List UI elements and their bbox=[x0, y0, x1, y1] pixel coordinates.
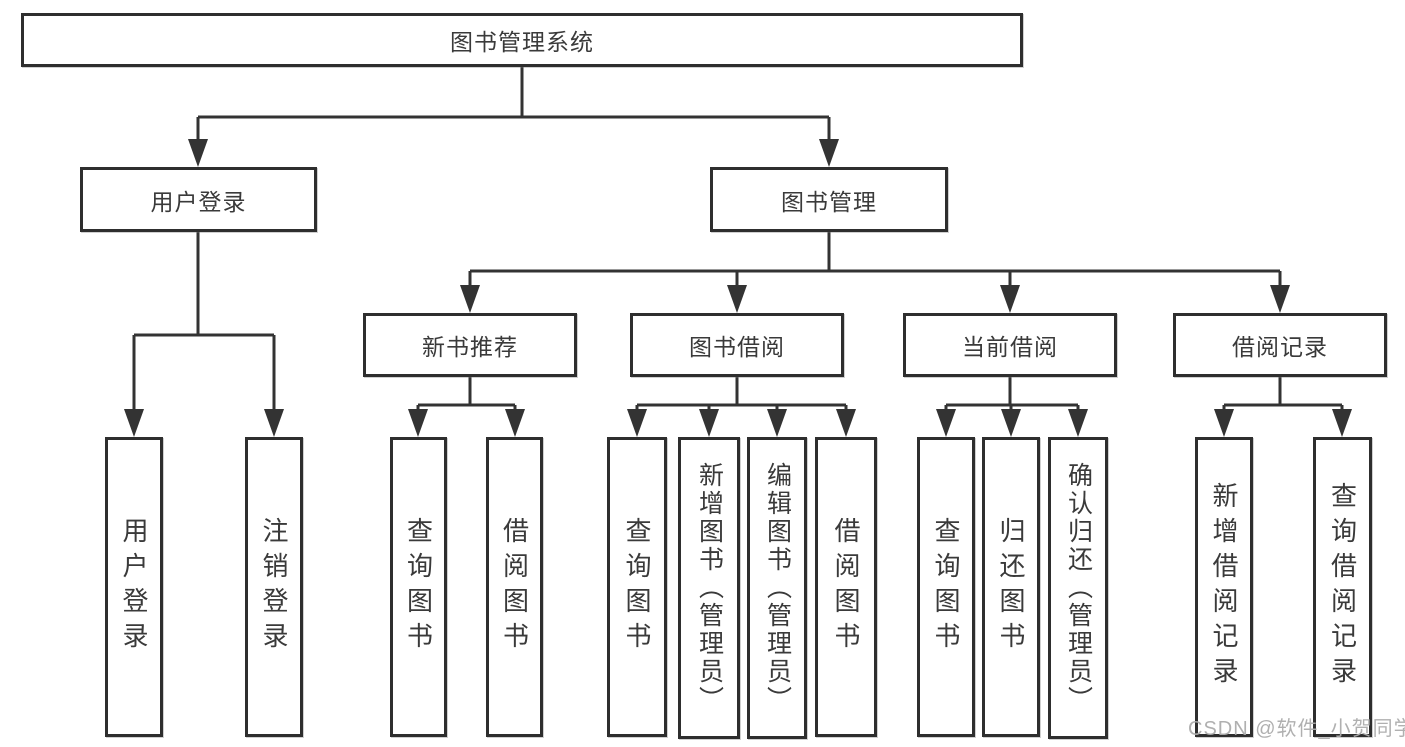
connector-current-borrow-to-leaves bbox=[936, 377, 1088, 437]
leaf-return-book: 归还图书 bbox=[982, 437, 1040, 737]
leaf-add-borrow-record: 新增借阅记录 bbox=[1195, 437, 1253, 737]
node-current-borrow: 当前借阅 bbox=[903, 313, 1117, 377]
leaf-borrow-book-2-label: 借阅图书 bbox=[831, 517, 861, 657]
node-current-borrow-label: 当前借阅 bbox=[962, 334, 1058, 360]
arrowhead-leaf-query-book-1 bbox=[408, 409, 428, 437]
connector-book-mgmt-to-level3 bbox=[460, 232, 1290, 313]
edge-book-mgmt-level3 bbox=[468, 232, 1282, 287]
leaf-query-book-3-label: 查询图书 bbox=[931, 517, 961, 657]
arrowhead-leaf-edit-book bbox=[767, 409, 787, 437]
arrowhead-current-borrow bbox=[1000, 285, 1020, 313]
csdn-watermark: CSDN @软件_小贺同学 bbox=[1188, 718, 1405, 740]
edge-book-borrow-leaves bbox=[635, 377, 848, 411]
node-book-borrow: 图书借阅 bbox=[630, 313, 844, 377]
leaf-query-borrow-record: 查询借阅记录 bbox=[1313, 437, 1372, 737]
arrowhead-leaf-query-book-3 bbox=[936, 409, 956, 437]
edge-root-level2 bbox=[196, 67, 831, 141]
leaf-return-book-label: 归还图书 bbox=[996, 517, 1026, 657]
edge-user-login-leaves bbox=[132, 232, 276, 411]
leaf-query-book-3: 查询图书 bbox=[917, 437, 975, 737]
leaf-user-login: 用户登录 bbox=[105, 437, 163, 737]
edge-borrow-records-leaves bbox=[1222, 377, 1344, 411]
leaf-confirm-return-admin-label: 确认归还（管理员） bbox=[1064, 462, 1093, 714]
arrowhead-borrow-records bbox=[1270, 285, 1290, 313]
node-book-management-label: 图书管理 bbox=[781, 188, 877, 215]
arrowhead-leaf-query-record bbox=[1332, 409, 1352, 437]
leaf-add-book-admin: 新增图书（管理员） bbox=[678, 437, 740, 739]
leaf-user-login-label: 用户登录 bbox=[119, 517, 149, 657]
node-book-management: 图书管理 bbox=[710, 167, 948, 232]
node-borrow-records-label: 借阅记录 bbox=[1232, 334, 1328, 360]
connector-new-books-to-leaves bbox=[408, 377, 525, 437]
arrowhead-leaf-user-login bbox=[124, 409, 144, 437]
leaf-borrow-book-1-label: 借阅图书 bbox=[499, 517, 530, 657]
leaf-query-borrow-record-label: 查询借阅记录 bbox=[1327, 482, 1358, 692]
arrowhead-book-borrow bbox=[727, 285, 747, 313]
arrowhead-book-mgmt-branch bbox=[819, 139, 839, 167]
arrowhead-leaf-query-book-2 bbox=[627, 409, 647, 437]
leaf-confirm-return-admin: 确认归还（管理员） bbox=[1048, 437, 1108, 739]
leaf-edit-book-admin: 编辑图书（管理员） bbox=[747, 437, 807, 739]
leaf-logout-label: 注销登录 bbox=[259, 517, 289, 657]
leaf-add-borrow-record-label: 新增借阅记录 bbox=[1209, 482, 1239, 692]
leaf-borrow-book-2: 借阅图书 bbox=[815, 437, 877, 737]
edge-new-books-leaves bbox=[416, 377, 517, 411]
node-new-books-label: 新书推荐 bbox=[422, 334, 518, 360]
arrowhead-leaf-add-book bbox=[699, 409, 719, 437]
arrowhead-leaf-add-record bbox=[1214, 409, 1234, 437]
connector-user-login-to-leaves bbox=[124, 232, 284, 437]
arrowhead-leaf-borrow-book-1 bbox=[505, 409, 525, 437]
arrowhead-new-books bbox=[460, 285, 480, 313]
arrowhead-leaf-borrow-book-2 bbox=[836, 409, 856, 437]
leaf-logout: 注销登录 bbox=[245, 437, 303, 737]
leaf-query-book-2: 查询图书 bbox=[607, 437, 667, 737]
leaf-query-book-1-label: 查询图书 bbox=[403, 517, 434, 657]
node-user-login-module: 用户登录 bbox=[80, 167, 317, 232]
leaf-edit-book-admin-label: 编辑图书（管理员） bbox=[763, 462, 792, 714]
arrowhead-leaf-confirm-return bbox=[1068, 409, 1088, 437]
node-new-books: 新书推荐 bbox=[363, 313, 577, 377]
node-root: 图书管理系统 bbox=[21, 13, 1023, 67]
arrowhead-leaf-logout bbox=[264, 409, 284, 437]
connector-root-to-level2 bbox=[188, 67, 839, 167]
arrowhead-leaf-return-book bbox=[1001, 409, 1021, 437]
leaf-borrow-book-1: 借阅图书 bbox=[486, 437, 543, 737]
connector-book-borrow-to-leaves bbox=[627, 377, 856, 437]
edge-current-borrow-leaves bbox=[944, 377, 1080, 411]
leaf-query-book-2-label: 查询图书 bbox=[622, 517, 652, 657]
leaf-query-book-1: 查询图书 bbox=[390, 437, 447, 737]
connector-borrow-records-to-leaves bbox=[1214, 377, 1352, 437]
node-user-login-module-label: 用户登录 bbox=[150, 188, 247, 215]
arrowhead-user-login-branch bbox=[188, 139, 208, 167]
node-book-borrow-label: 图书借阅 bbox=[689, 334, 785, 360]
node-root-label: 图书管理系统 bbox=[450, 29, 594, 55]
node-borrow-records: 借阅记录 bbox=[1173, 313, 1387, 377]
leaf-add-book-admin-label: 新增图书（管理员） bbox=[695, 462, 724, 714]
